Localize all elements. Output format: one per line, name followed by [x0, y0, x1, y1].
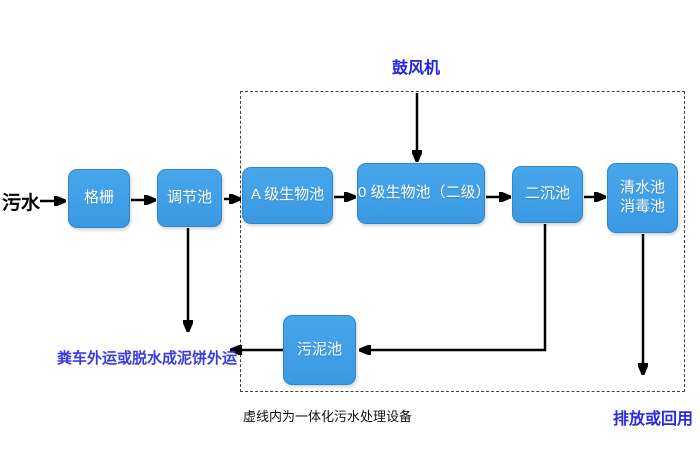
- node-clean-water-tank-line2: 消毒池: [619, 198, 665, 215]
- node-sludge-tank-label: 污泥池: [296, 340, 342, 358]
- node-regulating-tank: 调节池: [157, 169, 222, 227]
- node-grid-label: 格栅: [83, 189, 114, 207]
- node-sludge-tank: 污泥池: [283, 315, 356, 385]
- node-a-bio-tank: A 级生物池: [242, 167, 333, 224]
- node-o-bio-tank-label: 0 级生物池（二级）: [358, 184, 491, 202]
- wastewater-source-label: 污水: [2, 193, 41, 214]
- node-secondary-sedimentation-tank: 二沉池: [512, 166, 583, 223]
- node-grid: 格栅: [68, 169, 130, 228]
- node-a-bio-tank-label: A 级生物池: [250, 186, 325, 204]
- sludge-disposal-label: 粪车外运或脱水成泥饼外运: [57, 350, 238, 367]
- node-regulating-tank-label: 调节池: [166, 188, 212, 206]
- node-secondary-sedimentation-tank-label: 二沉池: [524, 185, 570, 203]
- dashed-box-caption: 虚线内为一体化污水处理设备: [243, 409, 413, 424]
- blower-label: 鼓风机: [392, 60, 441, 77]
- node-clean-water-tank-line1: 清水池: [619, 179, 665, 197]
- arrow-secondary-to-sludge: [360, 224, 547, 350]
- node-o-bio-tank: 0 级生物池（二级）: [357, 163, 491, 224]
- discharge-reuse-label: 排放或回用: [613, 411, 694, 428]
- integrated-equipment-dashed-boundary: [240, 91, 685, 392]
- node-clean-water-disinfection-tank: 清水池 消毒池: [607, 163, 678, 233]
